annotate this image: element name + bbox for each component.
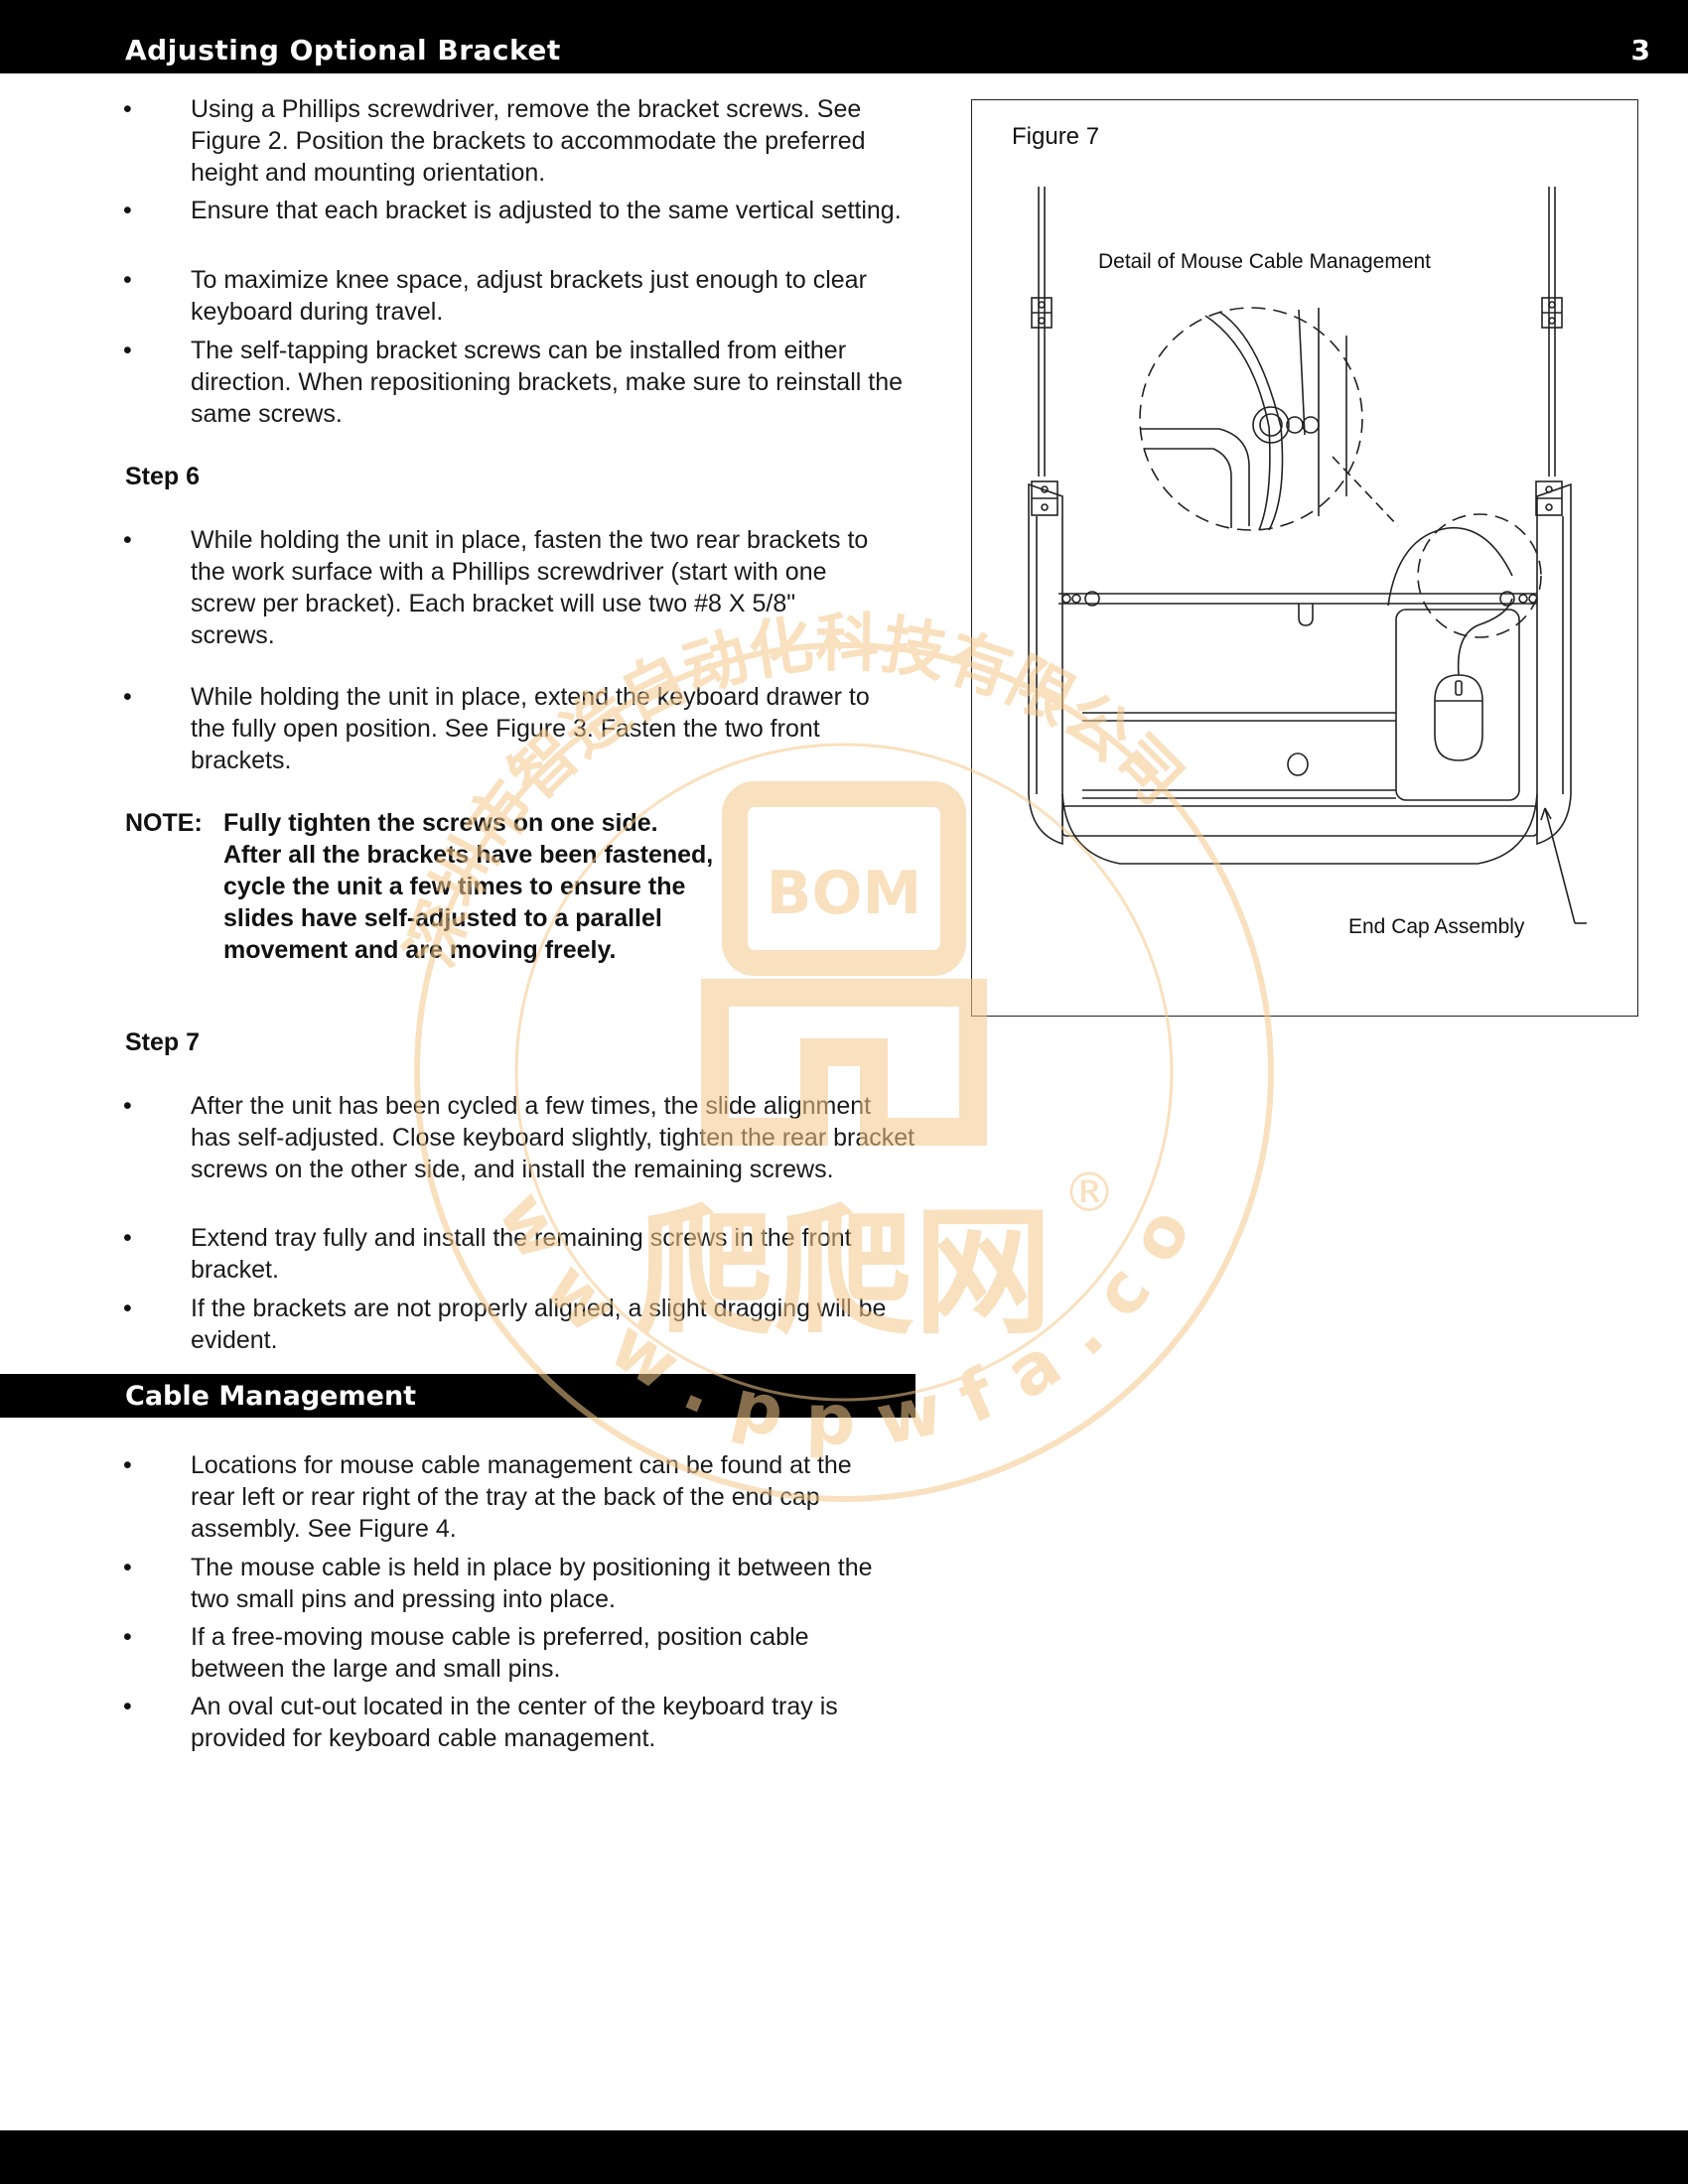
cable-bullet-1: Locations for mouse cable management can…: [191, 1451, 852, 1543]
step-6-bullet-2: While holding the unit in place, extend …: [191, 683, 870, 774]
bullet-glyph: •: [123, 197, 132, 224]
step-7-bullet-1: After the unit has been cycled a few tim…: [191, 1092, 915, 1183]
cable-bullet-3: If a free-moving mouse cable is preferre…: [191, 1623, 809, 1683]
detail-label: Detail of Mouse Cable Management: [1098, 250, 1432, 273]
bracket-bullet-1: Using a Phillips screwdriver, remove the…: [191, 95, 866, 187]
step-7-bullet-3: If the brackets are not properly aligned…: [191, 1295, 887, 1354]
watermark-registered: ®: [1062, 1161, 1116, 1224]
footer-bar: [0, 2130, 1688, 2184]
bullet-glyph: •: [123, 337, 132, 364]
cable-management-title: Cable Management: [125, 1381, 417, 1412]
header-bar: Adjusting Optional Bracket 3: [0, 0, 1688, 73]
bracket-bullet-4: The self-tapping bracket screws can be i…: [191, 337, 904, 428]
page-number: 3: [1630, 34, 1650, 67]
figure-7-label: Figure 7: [1012, 123, 1100, 150]
step-6-bullet-1: While holding the unit in place, fasten …: [191, 526, 869, 649]
cable-bullet-2: The mouse cable is held in place by posi…: [191, 1554, 873, 1613]
bullet-glyph: •: [123, 1693, 132, 1720]
note-label: NOTE:: [125, 809, 203, 837]
bullet-glyph: •: [123, 1092, 132, 1120]
bullet-glyph: •: [123, 95, 132, 123]
cable-management-section-bar: Cable Management: [0, 1374, 915, 1418]
bullet-glyph: •: [123, 1554, 132, 1581]
bullet-glyph: •: [123, 526, 132, 554]
figure-7-frame: [971, 99, 1638, 1017]
page-title: Adjusting Optional Bracket: [125, 34, 561, 67]
watermark-brand: BOM: [767, 859, 921, 928]
bracket-bullet-2: Ensure that each bracket is adjusted to …: [191, 197, 902, 224]
keyboard-tray-diagram: [1028, 187, 1587, 924]
step-6-heading: Step 6: [125, 463, 201, 490]
bullet-glyph: •: [123, 266, 132, 294]
note-text: Fully tighten the screws on one side. Af…: [223, 809, 714, 964]
step-7-bullet-2: Extend tray fully and install the remain…: [191, 1224, 852, 1284]
cable-bullet-4: An oval cut-out located in the center of…: [191, 1693, 838, 1752]
bullet-glyph: •: [123, 1295, 132, 1322]
bracket-bullet-3: To maximize knee space, adjust brackets …: [191, 266, 867, 326]
bullet-glyph: •: [123, 1224, 132, 1252]
end-cap-label: End Cap Assembly: [1348, 915, 1525, 938]
bullet-glyph: •: [123, 1623, 132, 1651]
bullet-glyph: •: [123, 1451, 132, 1479]
bullet-glyph: •: [123, 683, 132, 711]
step-7-heading: Step 7: [125, 1028, 201, 1056]
